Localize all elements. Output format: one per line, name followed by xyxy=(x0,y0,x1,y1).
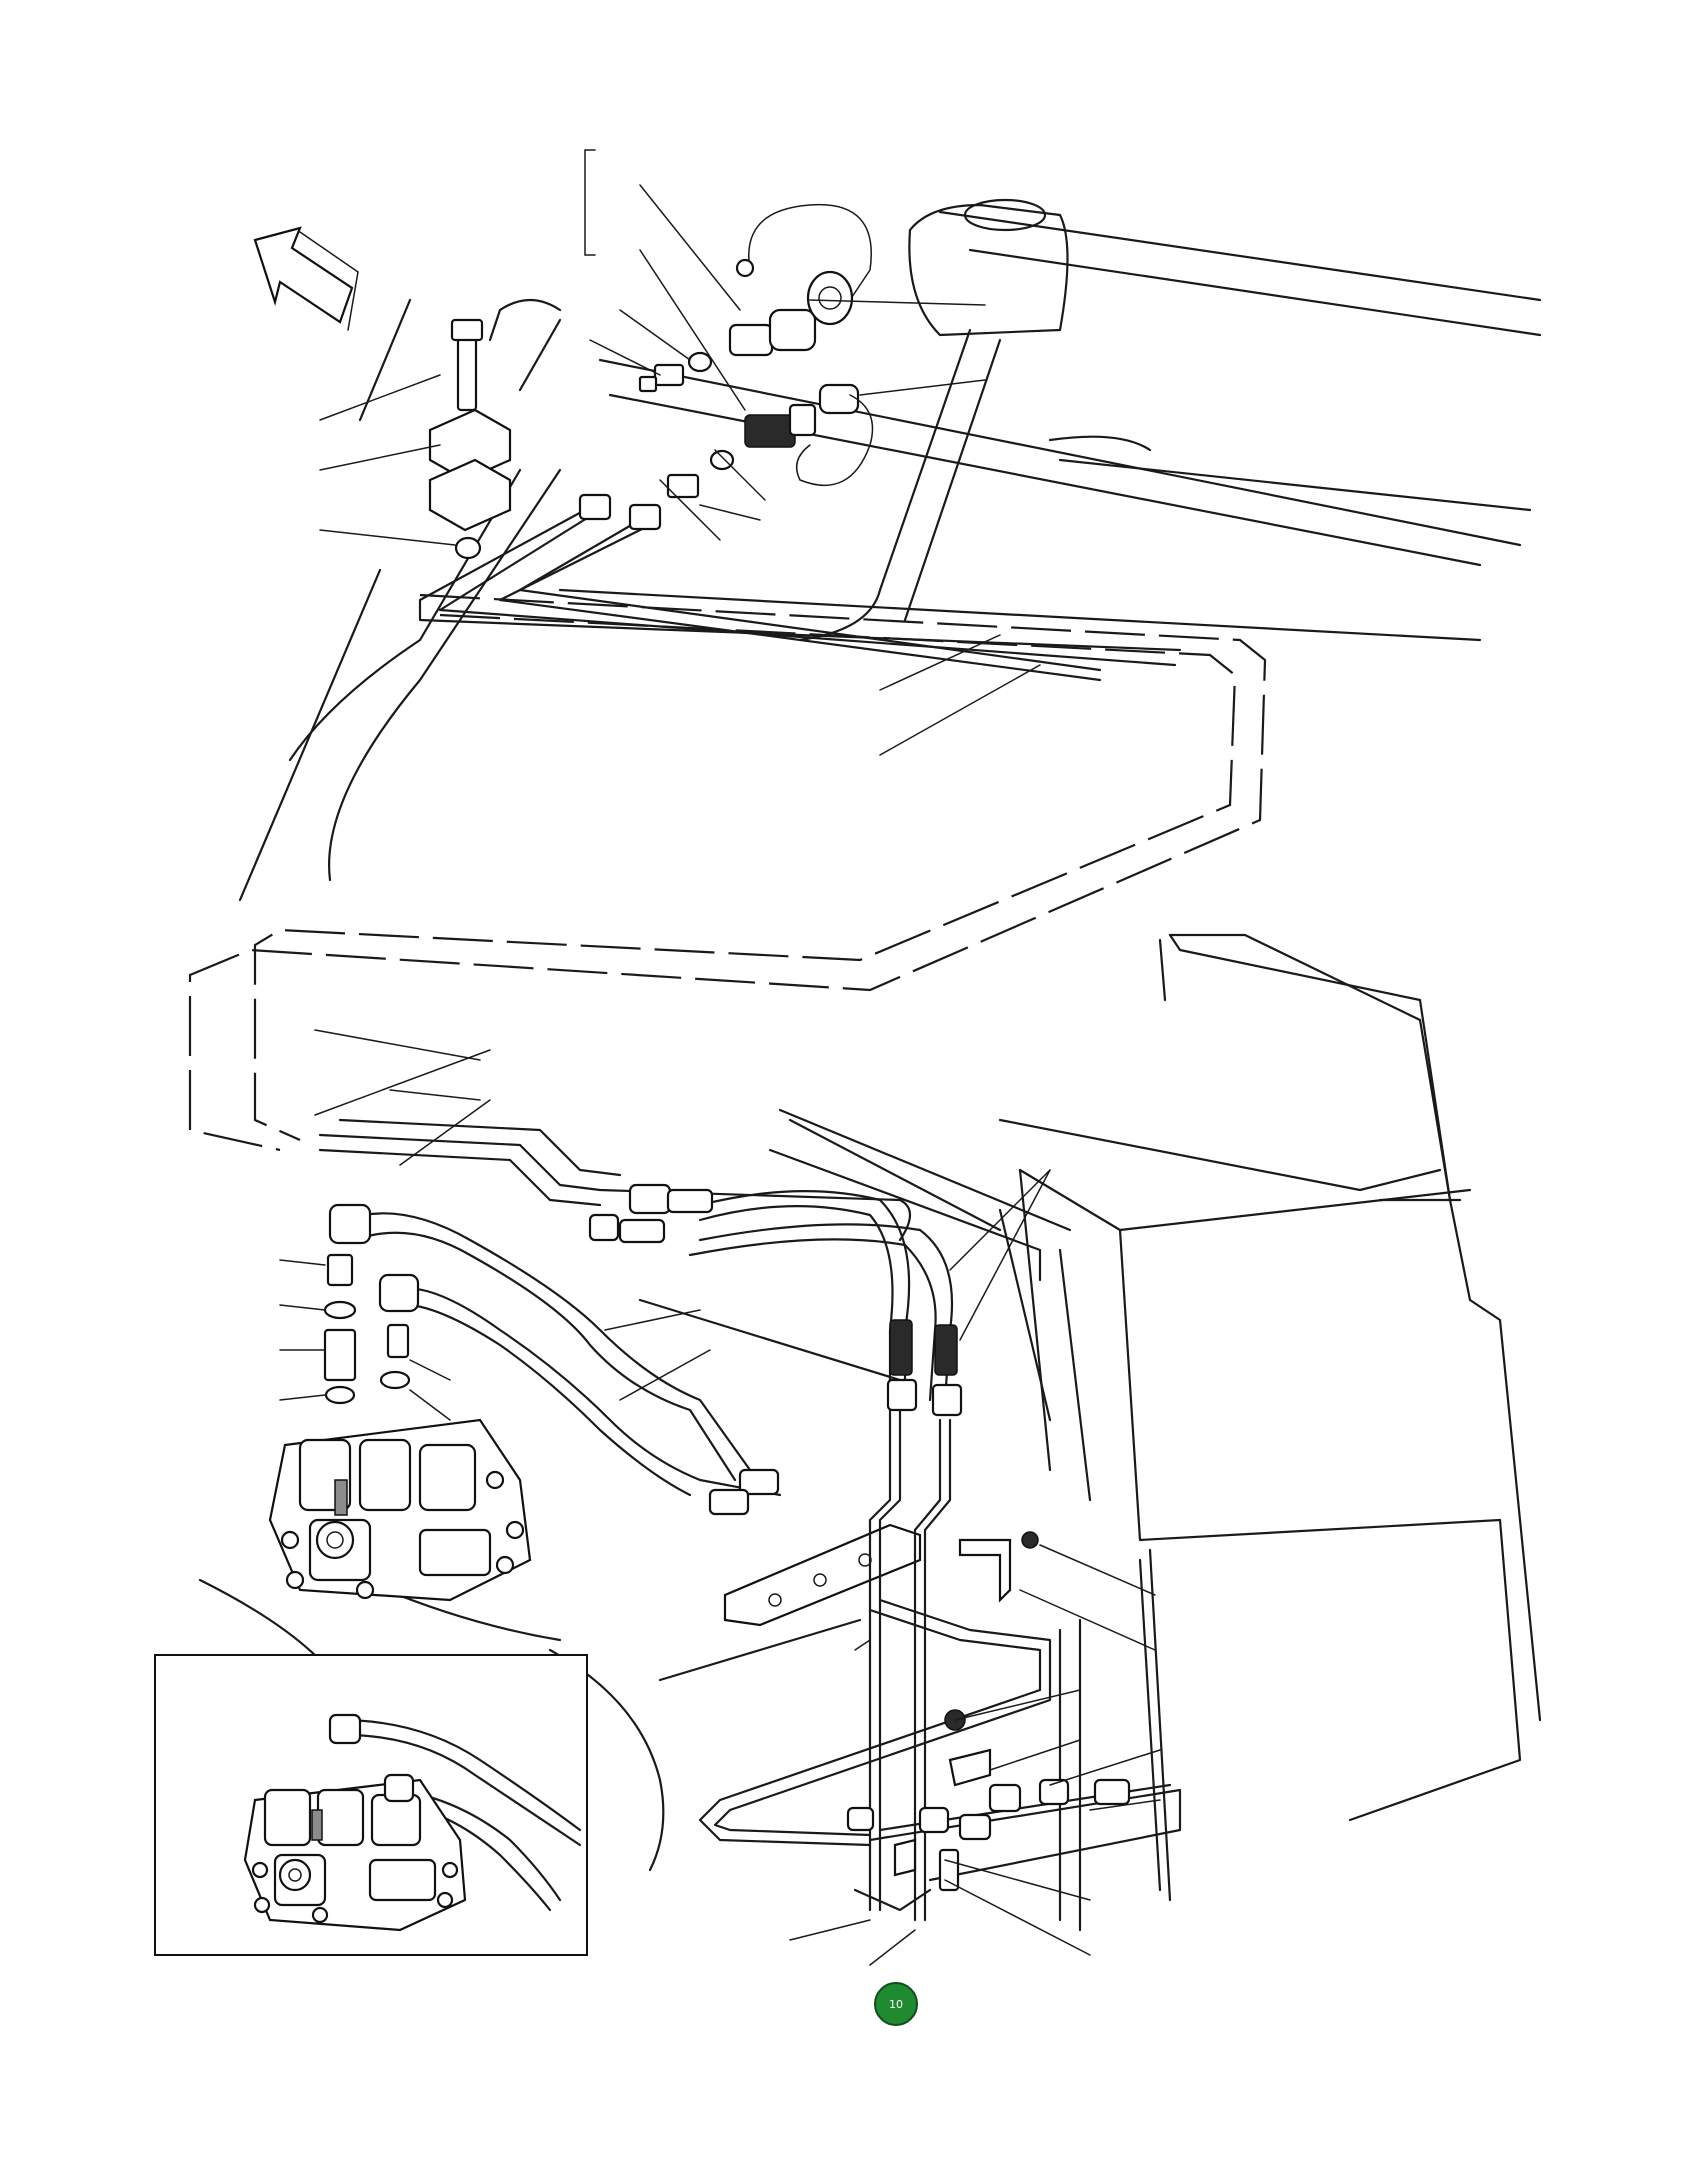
front-direction-arrow-icon xyxy=(253,226,359,331)
quick-coupler-assembly xyxy=(584,149,874,499)
steel-lines xyxy=(698,1408,1182,1922)
middle-hydraulic-hoses xyxy=(318,1118,963,1417)
valve-supply-hoses xyxy=(328,1203,782,1516)
callout-leader-lines xyxy=(279,184,1161,1966)
manifold-bar xyxy=(723,1523,922,1627)
page-number-badge: 10 xyxy=(874,1982,918,2026)
upper-hydraulic-lines xyxy=(418,493,1182,682)
dashed-routing-lines xyxy=(188,593,1267,1152)
valve-detail-inset xyxy=(154,1654,588,1956)
valve-fitting-stack xyxy=(323,1253,411,1405)
hose-clamp-assembly xyxy=(428,318,512,560)
boom-outline xyxy=(238,198,1542,902)
control-valve-block xyxy=(268,1418,532,1602)
page-number-text: 10 xyxy=(889,1997,903,2011)
